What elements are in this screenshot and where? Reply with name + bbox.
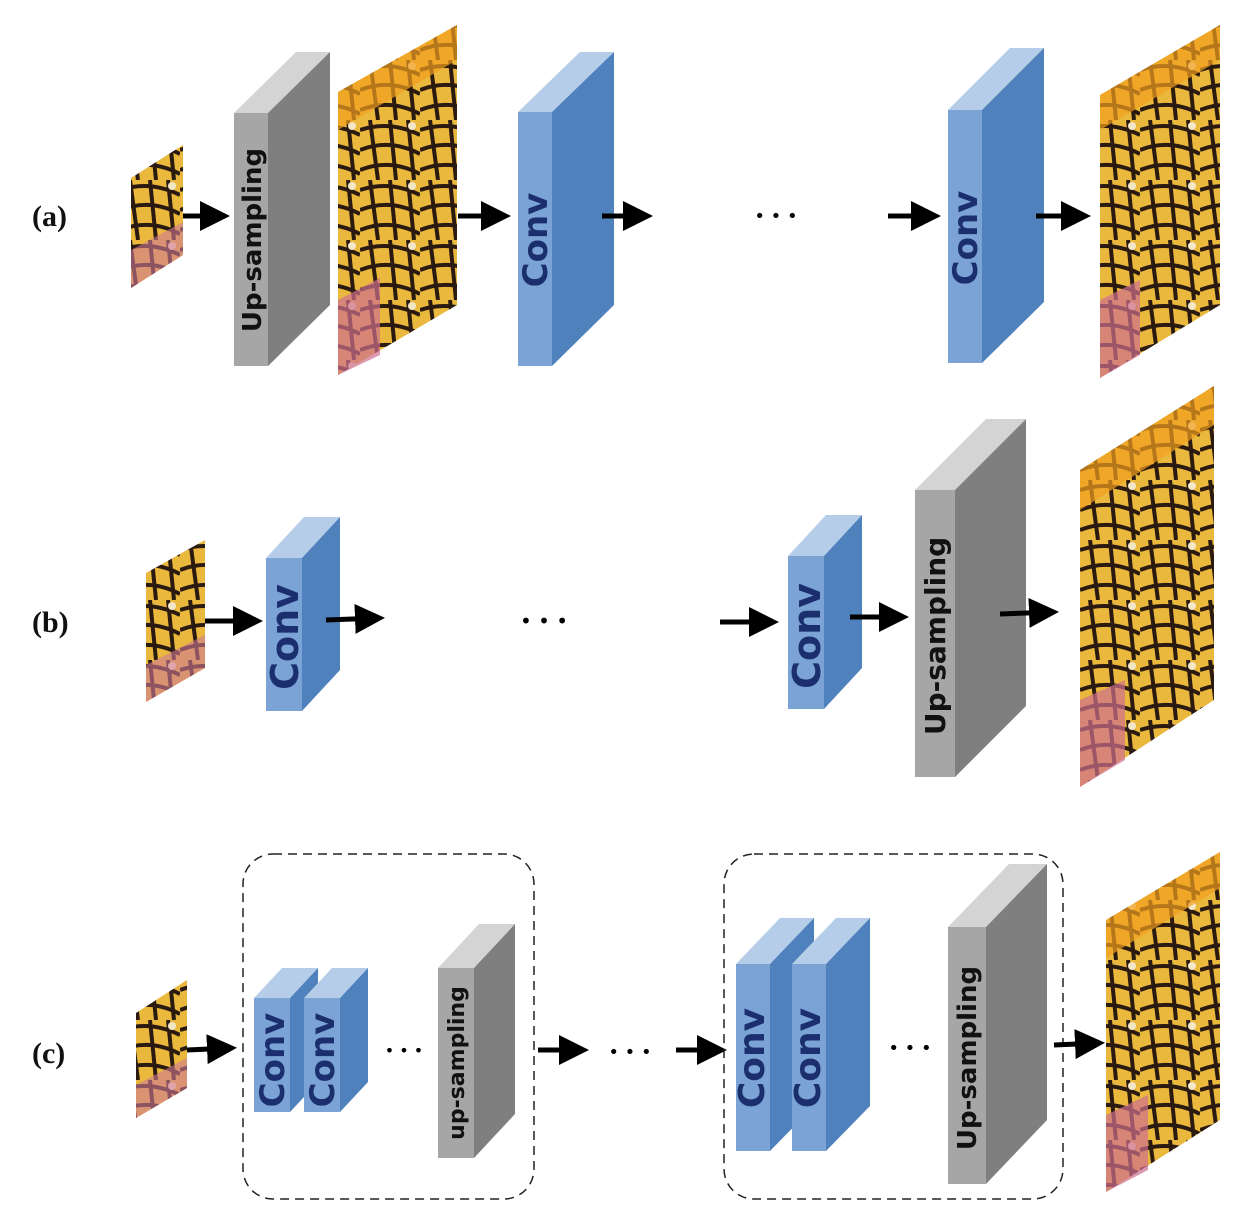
conv-block-b2: Conv [785,515,862,709]
input-image-a [131,145,183,288]
input-image-b [146,540,205,702]
conv-label: Conv [253,1013,293,1108]
ellipsis: • • • [888,1038,931,1059]
conv-label: Conv [516,193,556,288]
upsampling-block-a: Up-sampling [234,52,330,366]
input-image-c [136,980,187,1118]
ellipsis: • • • [754,206,797,227]
upsampling-label: Up-sampling [953,966,983,1150]
output-image-a [1100,25,1220,378]
upsampling-block-c2: Up-sampling [948,864,1047,1184]
conv-label: Conv [788,1008,829,1108]
arrow [325,603,385,634]
stage-group-2 [723,853,1064,1200]
stage-group-1 [242,853,535,1200]
conv-label: Conv [303,1013,343,1108]
arrow [1053,1029,1105,1060]
upsampled-image-a [338,25,457,375]
conv-block-a1: Conv [516,52,614,366]
conv-label: Conv [732,1008,773,1108]
row-label-b: (b) [32,606,69,639]
conv-block-c4: Conv [788,918,870,1151]
output-image-c [1106,852,1220,1192]
ellipsis: • • • [385,1041,423,1060]
row-label-a: (a) [32,200,67,233]
conv-label: Conv [263,584,307,690]
ellipsis: • • • [608,1042,651,1063]
upsampling-label: up-sampling [445,986,470,1140]
ellipsis: • • • [520,609,568,633]
arrow [186,1034,237,1065]
upsampling-label: Up-sampling [238,148,268,332]
conv-block-b1: Conv [263,517,340,711]
upsampling-label: Up-sampling [919,537,952,735]
conv-block-a2: Conv [946,48,1044,363]
arrow [999,597,1059,628]
upsampling-block-c1: up-sampling [438,924,515,1158]
conv-label: Conv [946,191,986,286]
conv-block-c2: Conv [303,968,368,1112]
row-label-c: (c) [32,1037,65,1070]
conv-label: Conv [785,583,829,689]
output-image-b [1080,386,1214,787]
upsampling-block-b: Up-sampling [915,419,1026,777]
